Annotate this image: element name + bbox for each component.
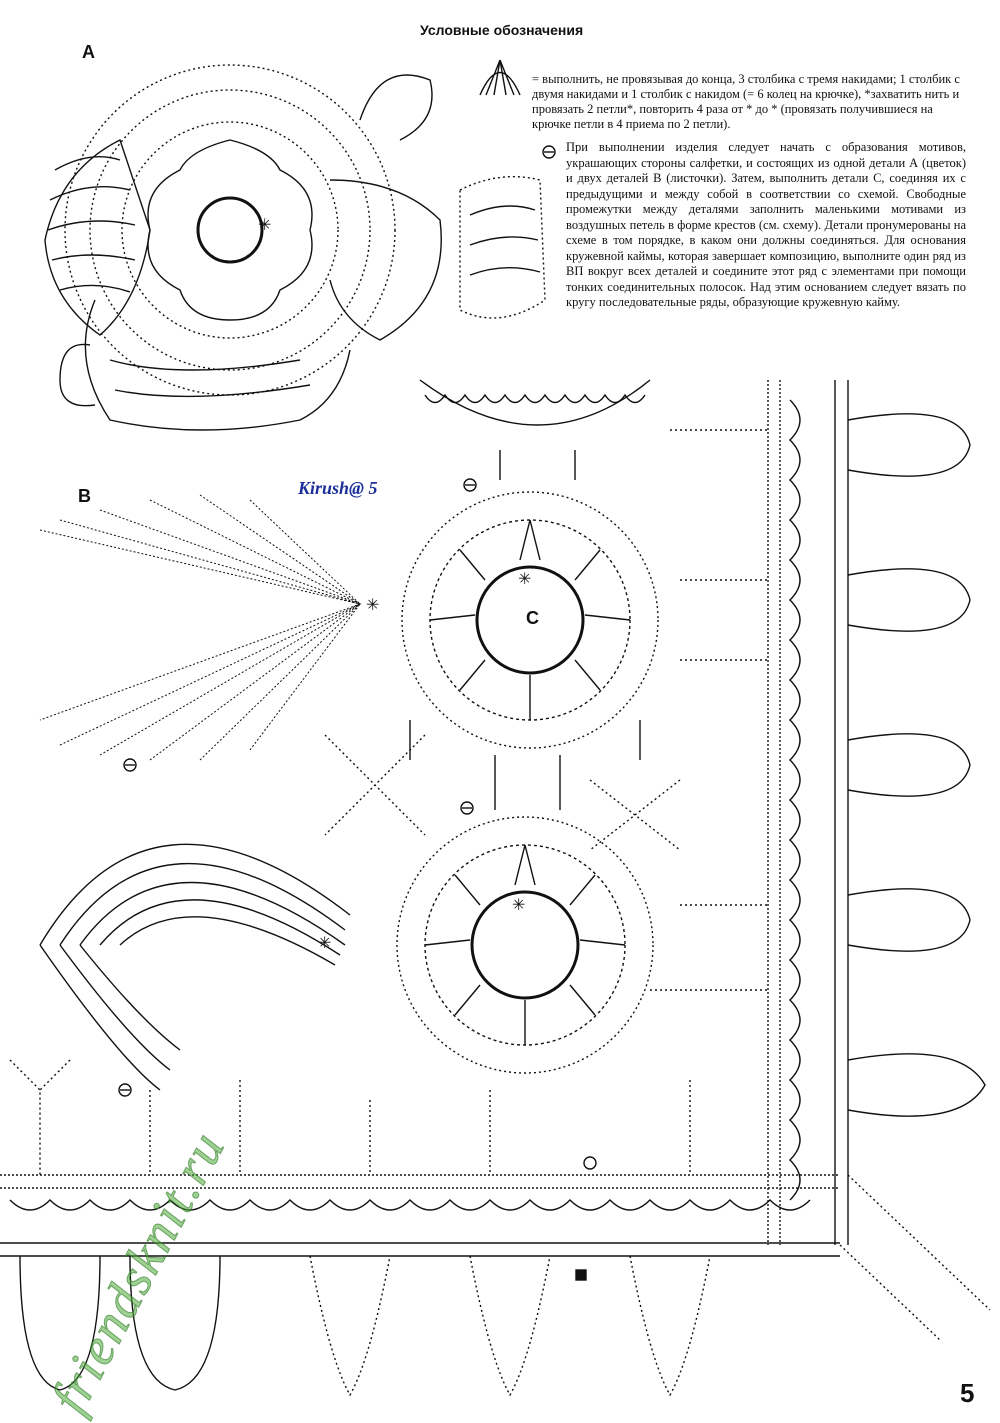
scallop-arc — [419, 379, 651, 426]
chain-cross-motif — [324, 734, 681, 851]
start-marker-icons — [118, 145, 597, 1281]
legend-title: Условные обозначения — [420, 22, 584, 38]
right-border-edging — [650, 380, 986, 1245]
motif-a-label: A — [82, 42, 95, 62]
legend-text: = выполнить, не провязывая до конца, 3 с… — [532, 72, 960, 131]
cluster-stitch-symbol-icon — [479, 59, 521, 96]
svg-text:✳: ✳ — [512, 897, 525, 914]
motif-c-label: C — [526, 608, 539, 628]
motif-a: ✳ — [44, 64, 442, 431]
svg-text:✳: ✳ — [366, 597, 379, 614]
motif-b-label: B — [78, 486, 91, 506]
svg-text:✳: ✳ — [318, 935, 331, 952]
motif-b-arcs: ✳ — [39, 843, 351, 1091]
page-number: 5 — [960, 1378, 975, 1408]
instructions-text: При выполнении изделия следует начать с … — [566, 140, 966, 309]
author-signature: Kirush@ 5 — [298, 478, 378, 498]
connector-arrows — [409, 450, 641, 810]
edging-fan-motif — [459, 176, 546, 319]
motif-c-bottom: ✳ — [396, 816, 654, 1074]
svg-text:✳: ✳ — [258, 217, 271, 234]
motif-c-top: ✳ — [401, 491, 659, 749]
motif-b: ✳ — [39, 494, 379, 761]
bottom-border-edging — [0, 1059, 991, 1397]
svg-text:✳: ✳ — [518, 571, 531, 588]
